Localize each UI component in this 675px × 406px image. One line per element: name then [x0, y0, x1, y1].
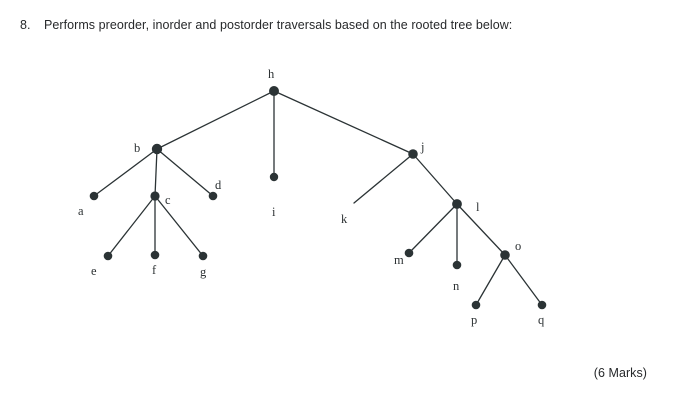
- question-text: Performs preorder, inorder and postorder…: [44, 18, 513, 32]
- question-row: 8. Performs preorder, inorder and postor…: [20, 18, 650, 32]
- tree-node-l: [452, 199, 462, 209]
- tree-node-label-g: g: [200, 265, 207, 279]
- tree-node-label-d: d: [215, 178, 222, 192]
- tree-node-label-n: n: [453, 279, 460, 293]
- tree-edge-c-e: [107, 195, 156, 257]
- tree-edge-l-m: [408, 203, 458, 254]
- tree-edge-c-g: [154, 195, 204, 257]
- tree-node-label-i: i: [272, 205, 276, 219]
- tree-node-label-a: a: [78, 204, 84, 218]
- tree-edge-o-p: [475, 254, 506, 306]
- tree-edge-b-a: [93, 148, 158, 197]
- tree-node-j: [408, 149, 418, 159]
- tree-node-label-f: f: [152, 263, 157, 277]
- tree-node-label-e: e: [91, 264, 97, 278]
- tree-node-n: [452, 260, 462, 270]
- tree-node-label-j: j: [421, 140, 425, 154]
- tree-edge-h-j: [273, 90, 414, 155]
- tree-node-label-b: b: [134, 141, 141, 155]
- tree-edge-o-q: [504, 254, 543, 306]
- question-number: 8.: [20, 18, 31, 32]
- tree-node-label-q: q: [538, 313, 545, 327]
- tree-node-c: [150, 191, 160, 201]
- tree-node-label-k: k: [341, 212, 348, 226]
- tree-edge-h-b: [156, 90, 275, 150]
- tree-node-group: [89, 86, 547, 310]
- tree-edge-l-o: [456, 203, 506, 256]
- tree-node-q: [537, 300, 547, 310]
- tree-node-h: [269, 86, 279, 96]
- tree-node-label-h: h: [268, 67, 275, 81]
- tree-edge-b-c: [154, 148, 158, 197]
- tree-node-a: [89, 191, 99, 201]
- marks-allocation: (6 Marks): [593, 366, 647, 380]
- tree-node-e: [103, 251, 113, 261]
- tree-node-m: [404, 248, 414, 258]
- tree-node-f: [150, 250, 160, 260]
- tree-node-label-l: l: [476, 200, 480, 214]
- tree-edge-b-d: [156, 148, 214, 197]
- tree-node-label-c: c: [165, 193, 171, 207]
- tree-edge-j-k: [353, 153, 414, 204]
- tree-node-d: [208, 191, 218, 201]
- tree-node-label-p: p: [471, 313, 478, 327]
- tree-node-o: [500, 250, 510, 260]
- tree-node-p: [471, 300, 481, 310]
- tree-node-label-o: o: [515, 239, 522, 253]
- tree-node-label-m: m: [394, 253, 404, 267]
- tree-node-b: [151, 143, 163, 155]
- tree-edge-j-l: [412, 153, 458, 205]
- tree-edge-group: [93, 90, 543, 306]
- tree-node-g: [198, 251, 208, 261]
- tree-node-i: [269, 172, 279, 182]
